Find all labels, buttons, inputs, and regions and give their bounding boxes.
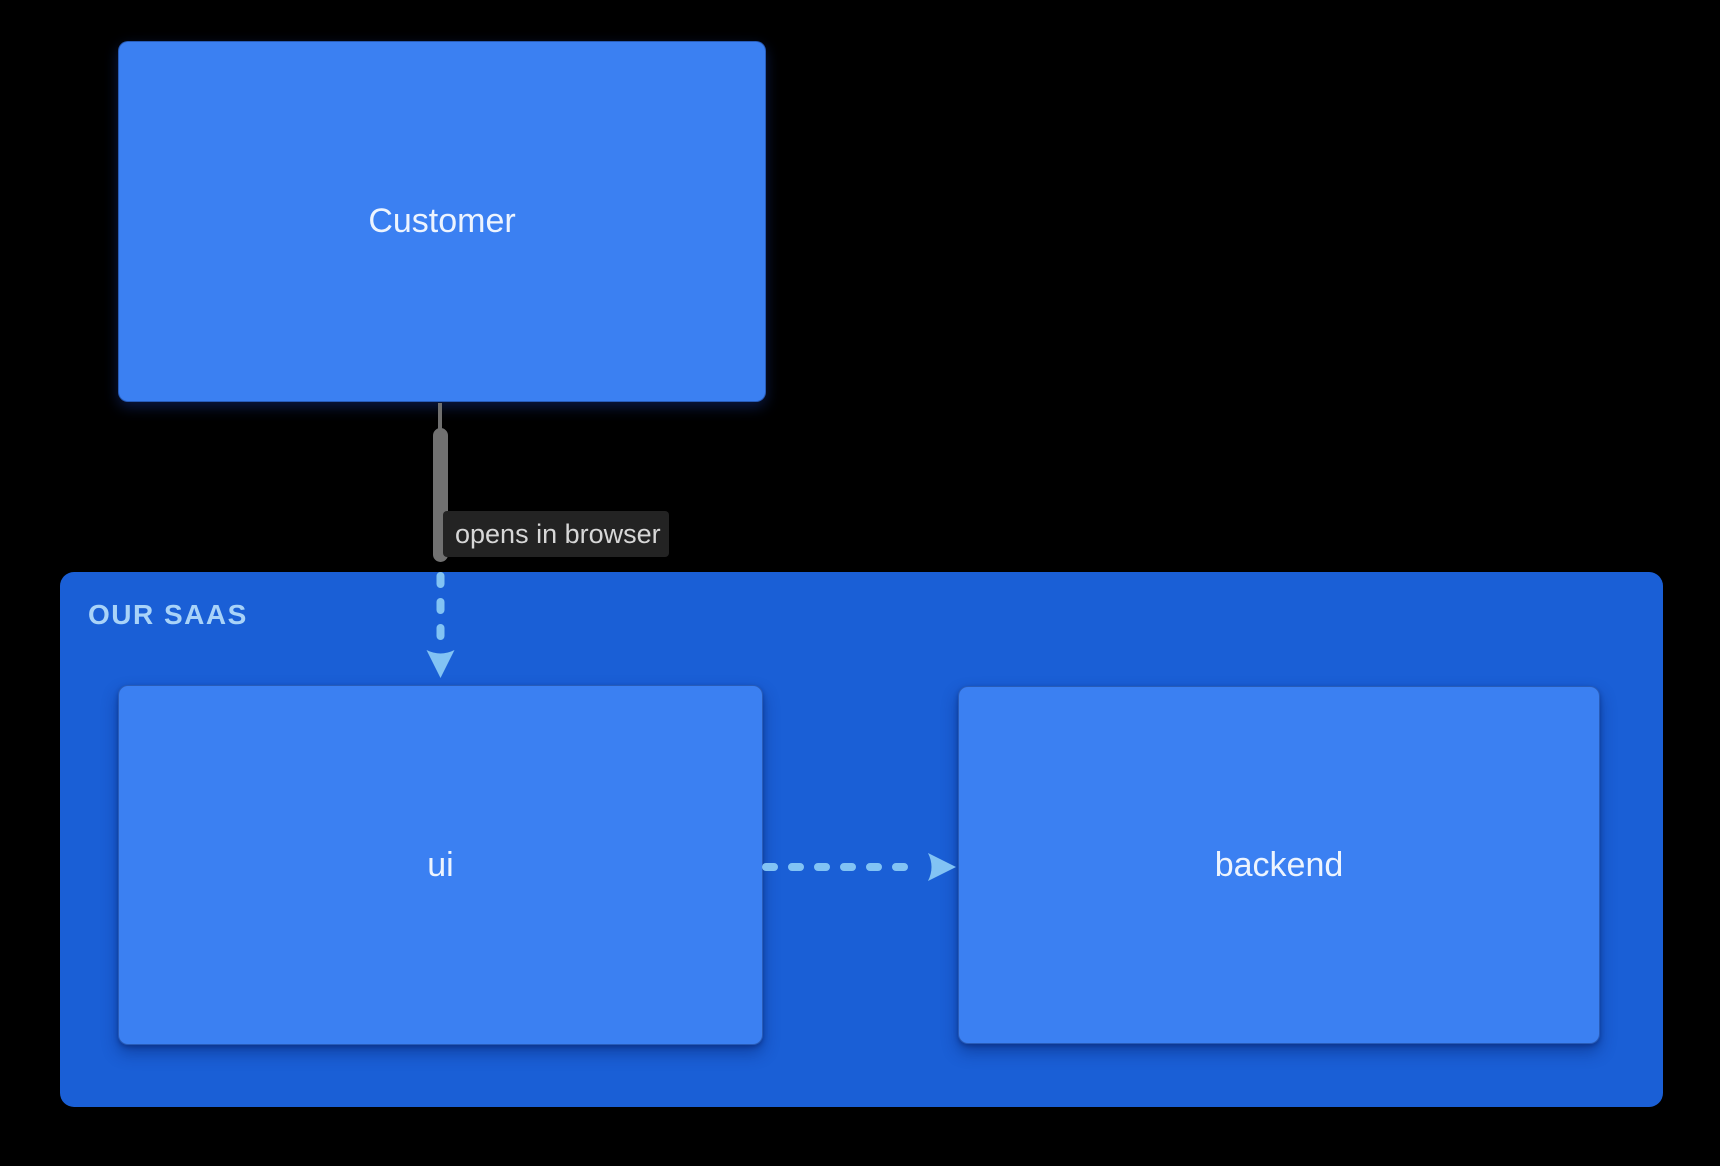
group-our-saas-label: OUR SAAS [88, 599, 248, 630]
node-ui-label: ui [427, 845, 454, 884]
node-customer-label: Customer [368, 202, 516, 240]
edge-customer-ui-stub [438, 403, 442, 430]
node-ui[interactable]: ui [118, 685, 763, 1045]
group-our-saas[interactable]: OUR SAAS ui backend [60, 572, 1663, 1107]
node-customer[interactable]: Customer [118, 41, 766, 402]
node-backend[interactable]: backend [958, 686, 1600, 1044]
node-backend-label: backend [1214, 845, 1344, 884]
edge-customer-ui-label: opens in browser [443, 511, 669, 557]
